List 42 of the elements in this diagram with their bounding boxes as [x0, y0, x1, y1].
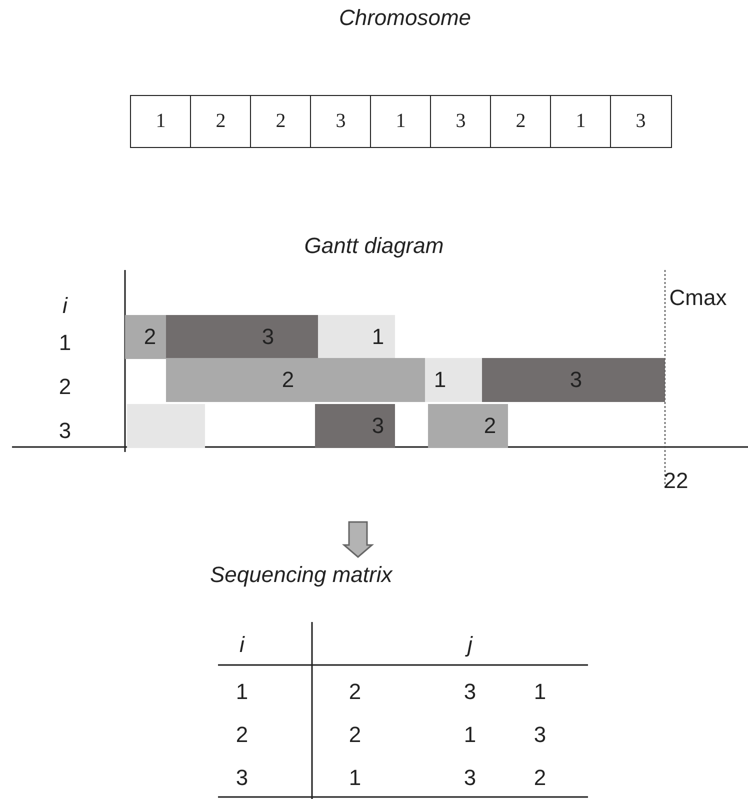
gantt-bar: 3	[315, 404, 395, 448]
gantt-bar: 3	[166, 315, 318, 359]
gene-cell: 2	[250, 95, 312, 148]
gantt-bar: 2	[166, 358, 425, 402]
gantt-bar	[127, 404, 205, 448]
panel-heading: Gantt diagram	[303, 233, 445, 259]
gantt-bar: 3	[482, 358, 665, 402]
panel-heading: Sequencing matrix	[210, 562, 392, 588]
table-text: 2	[534, 765, 546, 791]
down-arrow	[342, 521, 374, 558]
table-text: 2	[348, 679, 362, 705]
table-text: 2	[236, 722, 248, 748]
axis-label: Cmax	[669, 285, 727, 311]
axis-label: 3	[58, 418, 72, 444]
table-text: 1	[464, 722, 476, 748]
gene-cell: 3	[310, 95, 372, 148]
gene-cell: 2	[490, 95, 552, 148]
gantt-bar: 1	[425, 358, 482, 402]
gantt-bar: 2	[125, 315, 166, 359]
table-text: 1	[534, 679, 546, 705]
gene-cell: 2	[190, 95, 252, 148]
panel-heading: Chromosome	[338, 5, 472, 31]
gene-cell: 1	[130, 95, 192, 148]
table-text: 3	[236, 765, 248, 791]
table-text: 1	[236, 679, 248, 705]
table-text: 1	[348, 765, 362, 791]
gene-cell: 3	[430, 95, 492, 148]
table-text: i	[240, 632, 244, 658]
gene-cell: 1	[370, 95, 432, 148]
axis-label: 2	[58, 374, 72, 400]
gene-cell: 3	[610, 95, 672, 148]
table-text: 3	[464, 765, 476, 791]
table-text: 2	[348, 722, 362, 748]
table-text: 3	[534, 722, 546, 748]
table-text: 3	[464, 679, 476, 705]
axis-label: i	[62, 293, 68, 319]
axis-label: 1	[58, 330, 72, 356]
gantt-bar: 2	[428, 404, 508, 448]
table-text: j	[468, 632, 472, 658]
gantt-bar: 1	[318, 315, 395, 359]
axis-label: 22	[664, 468, 688, 494]
gene-cell: 1	[550, 95, 612, 148]
